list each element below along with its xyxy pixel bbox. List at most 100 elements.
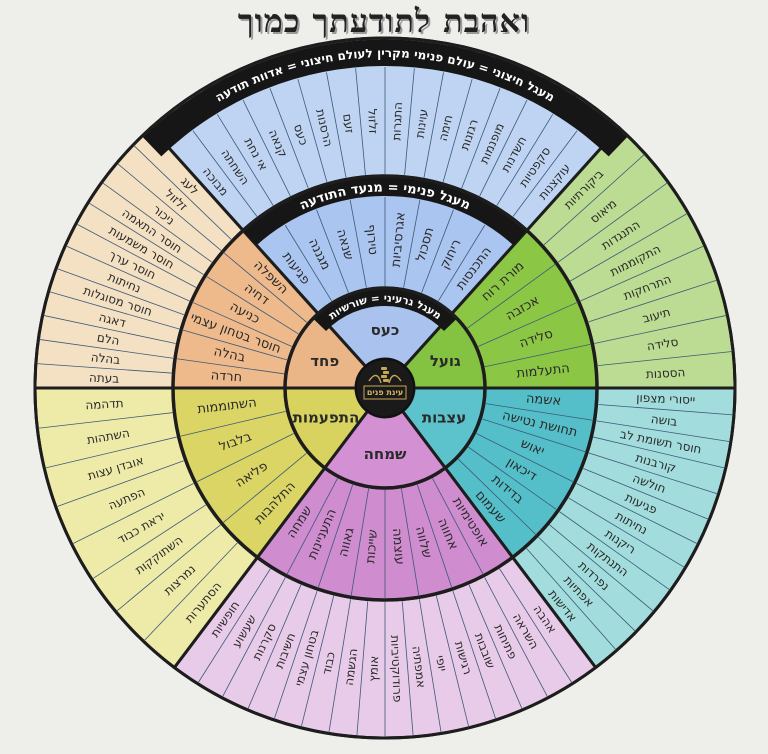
divider-line	[580, 245, 704, 302]
middle-ring-outline	[171, 174, 599, 602]
divider-line	[284, 224, 333, 302]
divider-line	[594, 315, 727, 344]
divider-line	[39, 339, 174, 359]
outer-word-anger: עוינות	[413, 108, 431, 139]
divider-line	[117, 163, 222, 251]
logo-wheat-icon	[381, 367, 387, 370]
divider-line	[499, 568, 573, 683]
divider-line	[247, 584, 302, 710]
divider-line	[317, 484, 354, 589]
divider-line	[192, 130, 258, 217]
middle-word-joy: שלווה	[412, 525, 434, 560]
divider-line	[88, 202, 204, 275]
divider-line	[597, 351, 733, 367]
divider-line	[416, 484, 453, 589]
divider-line	[423, 72, 444, 178]
outer-word-fear: דאגה	[97, 310, 127, 330]
band-core	[314, 289, 456, 332]
divider-line	[588, 452, 718, 495]
divider-line	[583, 468, 709, 520]
divider-line	[403, 200, 421, 288]
divider-line	[596, 420, 730, 442]
divider-line	[300, 595, 335, 727]
outer-word-joy: אמפתיה	[409, 645, 428, 688]
outer-word-anger: התגרות	[389, 102, 405, 141]
middle-word-fear: בהלה	[212, 344, 246, 365]
divider-line	[222, 452, 307, 524]
logo-text: עינת פנים	[367, 388, 403, 397]
outer-word-wonder: תדהמה	[85, 396, 124, 412]
divider-line	[175, 358, 285, 375]
core-label-joy: שמחה	[364, 445, 407, 463]
divider-line	[356, 601, 369, 736]
divider-line	[273, 590, 318, 720]
outer-word-fear: בהלה	[90, 350, 121, 367]
divider-line	[468, 584, 523, 710]
outer-word-joy: אומץ	[366, 656, 381, 682]
divider-line	[56, 268, 185, 316]
outer-word-anger: חימה	[436, 113, 456, 142]
outer-ring-outline	[33, 36, 737, 740]
divider-line	[484, 577, 548, 698]
outer-word-fear: הלם	[96, 330, 121, 348]
divider-line	[485, 403, 594, 421]
divider-line	[297, 78, 328, 183]
outer-word-sadness: בושה	[650, 412, 678, 429]
core-label-fear: פחד	[310, 352, 339, 370]
outer-word-anger: כעס	[291, 122, 311, 147]
divider-line	[512, 130, 578, 217]
middle-word-joy: עוצמה	[389, 528, 407, 566]
divider-line	[143, 542, 238, 641]
core-label-anger: כעס	[371, 321, 400, 339]
divider-line	[316, 209, 349, 293]
divider-line	[222, 577, 286, 698]
divider-line	[92, 504, 206, 580]
divider-line	[76, 223, 197, 288]
middle-word-disgust: התעלמות	[516, 361, 571, 382]
logo-frame	[363, 385, 407, 400]
divider-line	[401, 488, 420, 597]
divider-line	[457, 458, 537, 536]
divider-line	[350, 488, 369, 597]
outer-word-joy: פרודוקטיביות	[388, 635, 405, 703]
outer-word-disgust: הססנות	[646, 365, 686, 381]
divider-line	[66, 245, 190, 302]
divider-line	[568, 497, 685, 568]
divider-line	[538, 536, 636, 632]
divider-line	[349, 200, 367, 288]
logo-wheat-icon	[383, 371, 389, 374]
divider-line	[421, 209, 454, 293]
divider-line	[269, 88, 309, 189]
divider-line	[557, 182, 668, 263]
logo-ornament-icon	[368, 374, 402, 384]
divider-line	[476, 433, 575, 483]
outer-word-sadness: ייסורי מצפון	[636, 391, 695, 407]
divider-line	[72, 483, 194, 545]
divider-line	[205, 275, 299, 335]
divider-line	[355, 68, 366, 175]
divider-line	[576, 483, 698, 545]
middle-word-anger: טירוף	[363, 224, 381, 256]
divider-line	[435, 595, 470, 727]
divider-line	[223, 252, 308, 323]
divider-line	[49, 291, 180, 330]
divider-line	[43, 315, 176, 344]
divider-line	[442, 78, 473, 183]
middle-word-joy: גאווה	[336, 526, 358, 558]
divider-line	[401, 601, 414, 736]
divider-line	[593, 436, 725, 469]
page-title: ואהבת לתודעתך כמוך	[237, 2, 531, 40]
divider-line	[102, 182, 213, 263]
outer-word-joy: הגשמה	[342, 648, 360, 687]
divider-line	[419, 599, 442, 733]
outer-word-anger: זלזול	[365, 108, 380, 134]
divider-line	[598, 404, 733, 416]
divider-line	[192, 301, 292, 347]
divider-line	[526, 548, 617, 650]
band-outer	[142, 39, 628, 157]
middle-word-wonder: השתוממות	[197, 395, 258, 417]
divider-line	[242, 99, 291, 197]
divider-line	[479, 99, 528, 197]
divider-line	[496, 114, 554, 206]
